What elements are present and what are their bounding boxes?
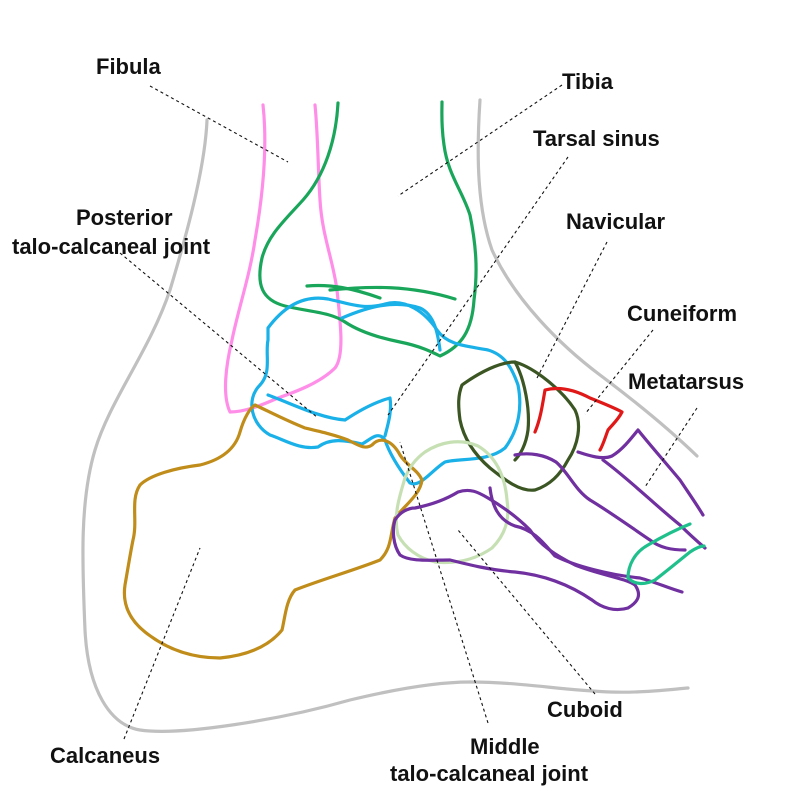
cuneiform-bone [533, 386, 624, 452]
metatarsus-label: Metatarsus [628, 369, 744, 394]
tibia-contour [258, 100, 478, 358]
talus-bone [250, 296, 522, 486]
tibia-label: Tibia [562, 69, 614, 94]
tibia-bone [258, 100, 478, 358]
posterior-joint-label-line1: Posterior [76, 205, 173, 230]
metatarsus-bones [391, 428, 707, 612]
tibia-plafond-line-2 [328, 285, 457, 301]
cuboid-label: Cuboid [547, 697, 623, 722]
middle-joint-label-line2: talo-calcaneal joint [390, 761, 589, 786]
cuboid-bone [394, 440, 510, 565]
cuneiform-contour [533, 386, 624, 452]
fibula-label: Fibula [96, 54, 162, 79]
calcaneus-label: Calcaneus [50, 743, 160, 768]
navicular-label: Navicular [566, 209, 665, 234]
labels: Fibula Tibia Tarsal sinus Navicular Post… [12, 54, 744, 786]
metatarsal-1 [576, 428, 705, 517]
navicular-inner-line [513, 360, 531, 462]
tarsal-sinus-leader [387, 156, 569, 416]
posterior-joint-leader [119, 252, 319, 419]
leader-lines [119, 84, 698, 740]
fibula-bone [223, 103, 343, 414]
talus-sinus-line [266, 393, 393, 438]
calcaneus-contour [122, 403, 424, 660]
phalanges-bones [626, 522, 706, 586]
tarsal-sinus-label: Tarsal sinus [533, 126, 660, 151]
metatarsal-5 [391, 488, 641, 612]
sole-outline [468, 680, 690, 694]
posterior-joint-label-line2: talo-calcaneal joint [12, 234, 211, 259]
navicular-contour [457, 360, 581, 492]
cuboid-contour [394, 440, 510, 565]
talus-neck-line [340, 302, 442, 352]
calcaneus-leader [123, 547, 201, 740]
fibula-leader [149, 85, 289, 163]
cuneiform-label: Cuneiform [627, 301, 737, 326]
fibula-contour [223, 103, 343, 414]
cuneiform-leader [584, 329, 654, 415]
cuboid-leader [457, 529, 596, 695]
phalanges-contour [626, 522, 706, 586]
metatarsal-3 [513, 452, 687, 552]
middle-joint-label-line1: Middle [470, 734, 540, 759]
posterior-leg-outline [81, 118, 472, 733]
navicular-bone [457, 360, 581, 492]
navicular-leader [535, 241, 608, 381]
metatarsus-leader [644, 407, 698, 488]
calcaneus-bone [122, 403, 424, 660]
metatarsal-2 [601, 458, 707, 550]
foot-outline [81, 98, 699, 733]
middle-joint-leader [399, 441, 489, 724]
anterior-leg-outline [476, 98, 699, 458]
